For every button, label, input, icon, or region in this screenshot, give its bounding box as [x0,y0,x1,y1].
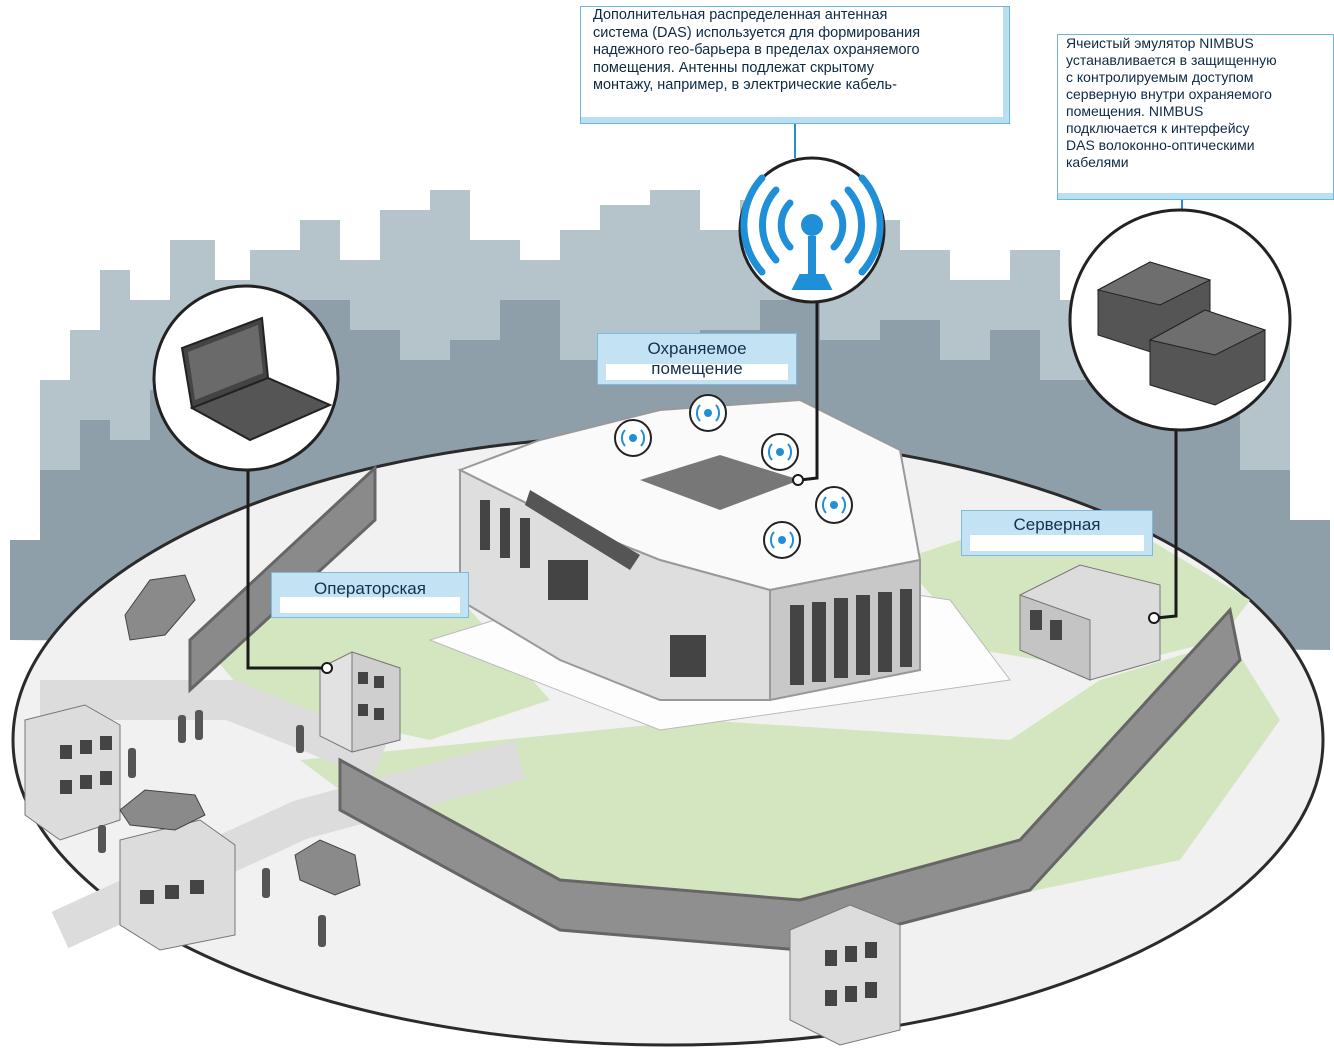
operator-room-label-text: Операторская [314,579,426,598]
house-front [789,904,901,1046]
operator-room-label: Операторская [271,572,469,618]
antenna-icon [738,156,886,304]
laptop-icon [152,284,340,472]
das-callout: Дополнительная распределенная антенная с… [580,6,1010,124]
people [98,710,326,947]
house-left [24,704,121,841]
das-callout-text: Дополнительная распределенная антенная с… [593,7,921,93]
connector-dots [321,474,1160,674]
server-units-icon [1068,208,1292,432]
protected-area-label: Охраняемое помещение [597,333,797,385]
server-room-label-text: Серверная [1013,515,1101,534]
protected-building [428,398,1011,731]
operator-room-building [319,651,401,753]
rooftop-antennas [614,394,853,559]
server-room-label: Серверная [961,510,1153,556]
house-lower-left [119,819,236,951]
server-room-building [1019,564,1161,681]
protected-area-label-text: Охраняемое помещение [647,339,747,378]
cars [119,574,361,896]
nimbus-callout: Ячеистый эмулятор NIMBUS устанавливается… [1057,34,1334,200]
nimbus-callout-text: Ячеистый эмулятор NIMBUS устанавливается… [1066,35,1277,170]
